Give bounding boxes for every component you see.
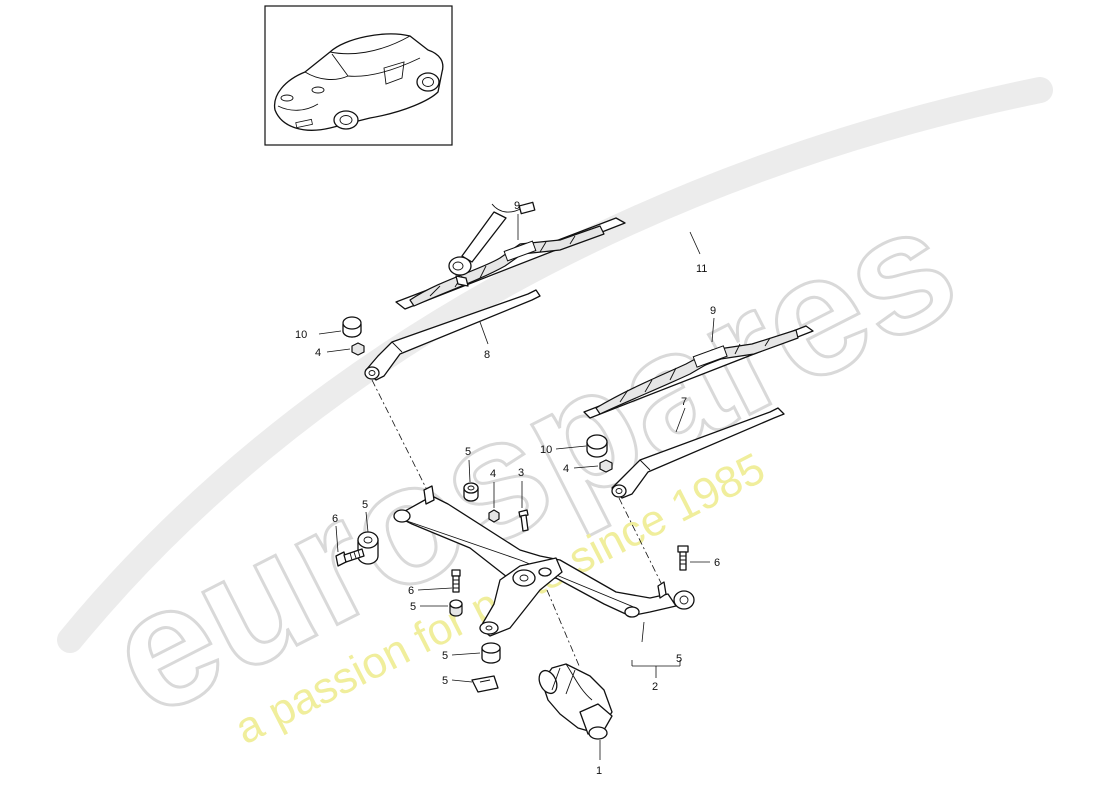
car-thumbnail[interactable] xyxy=(264,5,453,146)
callout-2: 2 xyxy=(652,681,658,693)
callout-5-linkage: 5 xyxy=(676,653,682,665)
grommet-upper[interactable] xyxy=(463,482,479,502)
nut-right-arm[interactable] xyxy=(599,459,613,473)
callout-5-left: 5 xyxy=(362,499,368,511)
watermark-swoosh xyxy=(57,77,1053,653)
callout-7: 7 xyxy=(681,396,687,408)
wiper-linkage[interactable] xyxy=(393,485,695,637)
callout-1: 1 xyxy=(596,765,602,777)
callout-10-right: 10 xyxy=(540,444,552,456)
callout-6-right: 6 xyxy=(714,557,720,569)
callout-9-upper: 9 xyxy=(514,200,520,212)
grommet-lower-left[interactable] xyxy=(449,599,463,617)
screw[interactable] xyxy=(518,509,529,532)
nut-center[interactable] xyxy=(488,509,500,523)
callout-5-mount: 5 xyxy=(442,650,448,662)
callout-6-center: 6 xyxy=(408,585,414,597)
watermark: eurospares a passion for parts since 198… xyxy=(57,77,1053,754)
wiper-arm-right[interactable] xyxy=(611,407,785,499)
bolt-right[interactable] xyxy=(677,545,689,571)
callout-8: 8 xyxy=(484,349,490,361)
callout-4-left: 4 xyxy=(315,347,321,359)
clip-bracket[interactable] xyxy=(471,675,499,693)
callout-4-right: 4 xyxy=(563,463,569,475)
callout-4-center: 4 xyxy=(490,468,496,480)
bolt-left[interactable] xyxy=(335,548,365,567)
wiper-arm-left[interactable] xyxy=(364,289,541,381)
assembly-lines xyxy=(371,379,663,669)
wiper-blade-right[interactable] xyxy=(583,325,814,419)
nut-left-arm[interactable] xyxy=(351,342,365,356)
callout-5-grommet: 5 xyxy=(410,601,416,613)
rubber-bushing-left[interactable] xyxy=(357,531,379,565)
callout-11: 11 xyxy=(696,263,707,275)
washer-nozzle[interactable] xyxy=(448,201,536,287)
cover-cap-right[interactable] xyxy=(586,434,608,458)
rubber-mount-lower[interactable] xyxy=(481,642,501,664)
callout-9-lower: 9 xyxy=(710,305,716,317)
car-thumbnail-icon xyxy=(273,33,444,131)
callout-10-left: 10 xyxy=(295,329,307,341)
cover-cap-left[interactable] xyxy=(342,316,362,338)
wiper-motor[interactable] xyxy=(536,663,613,740)
callout-5-clip: 5 xyxy=(442,675,448,687)
callout-3: 3 xyxy=(518,467,524,479)
callout-5-upper: 5 xyxy=(465,446,471,458)
callout-6-left: 6 xyxy=(332,513,338,525)
leader-lines xyxy=(318,214,715,760)
callout-labels: 9 11 9 7 8 10 4 10 4 5 4 3 5 6 6 5 5 5 6… xyxy=(295,200,720,777)
bolt-center[interactable] xyxy=(451,569,461,593)
